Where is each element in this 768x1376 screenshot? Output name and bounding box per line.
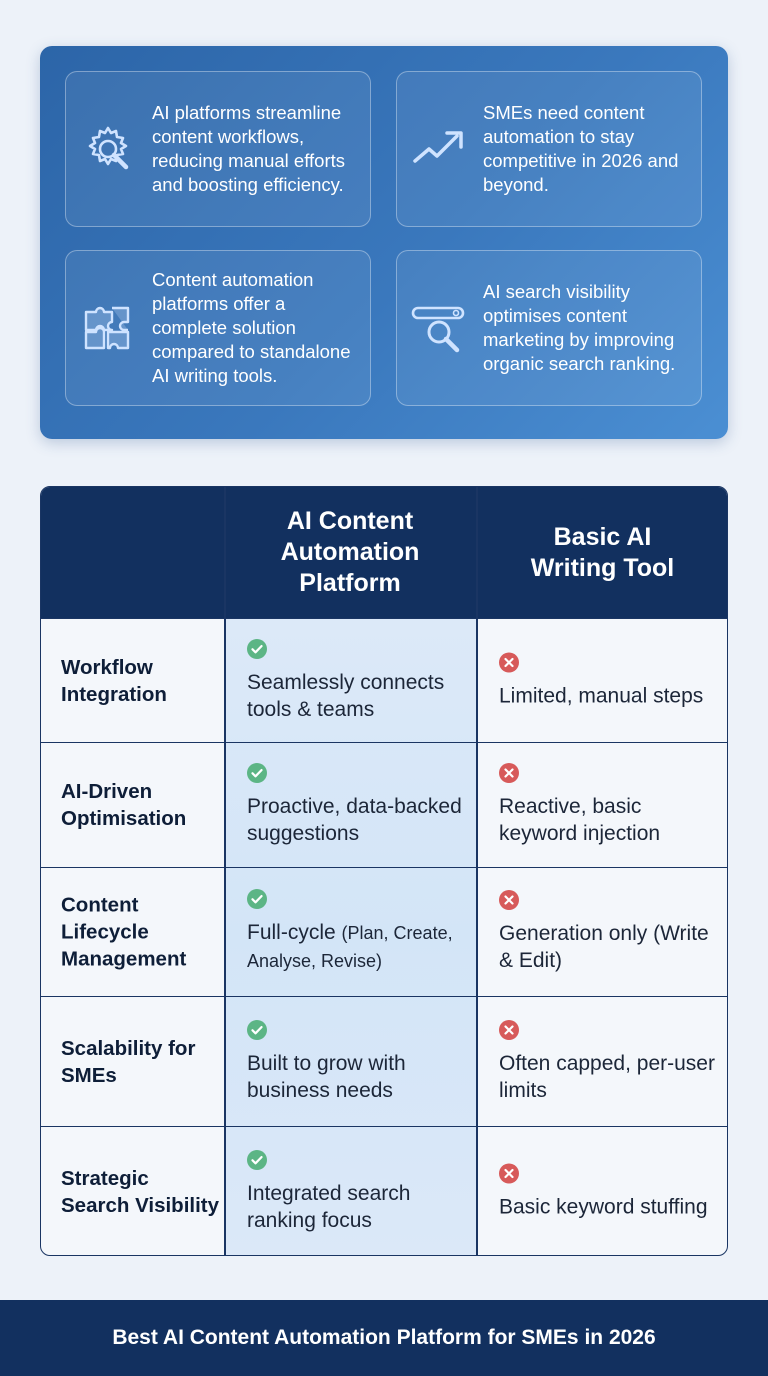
cross-icon: [499, 1019, 519, 1040]
insight-text: AI platforms streamline content workflow…: [152, 102, 345, 195]
insights-panel: AI platforms streamline content workflow…: [40, 46, 728, 439]
insight-text: SMEs need content automation to stay com…: [483, 102, 679, 195]
insight-text: Content automation platforms offer a com…: [152, 269, 351, 386]
row-label: AI-Driven Optimisation: [61, 780, 187, 830]
search-magnifier-icon: [411, 300, 467, 356]
check-icon: [247, 1150, 267, 1170]
platform-cell: Full-cycle (Plan, Create, Analyse, Revis…: [247, 889, 473, 975]
check-icon: [247, 1019, 267, 1040]
table-row: AI-Driven Optimisation Proactive, data-b…: [41, 742, 727, 867]
comparison-table: AI Content Automation Platform Basic AI …: [40, 486, 728, 1256]
row-label: Workflow Integration: [61, 655, 167, 706]
table-row: Strategic Search Visibility Integrated s…: [41, 1126, 727, 1255]
platform-cell: Built to grow with business needs: [247, 1019, 473, 1104]
tool-cell: Reactive, basic keyword injection: [499, 763, 724, 847]
row-label: Strategic Search Visibility: [61, 1167, 220, 1217]
row-label: Scalability for SMEs: [61, 1036, 196, 1087]
table-row: Content Lifecycle Management Full-cycle …: [41, 867, 727, 996]
highlighted-platform-column: [225, 618, 476, 1255]
gear-wrench-icon: [80, 121, 136, 177]
table-header: AI Content Automation Platform Basic AI …: [41, 487, 727, 618]
platform-cell: Integrated search ranking focus: [247, 1150, 473, 1234]
tool-cell: Basic keyword stuffing: [499, 1163, 724, 1221]
check-icon: [247, 638, 267, 659]
column-divider: [224, 487, 226, 1255]
check-icon: [247, 763, 267, 783]
tool-cell: Often capped, per-user limits: [499, 1019, 724, 1104]
platform-cell: Proactive, data-backed suggestions: [247, 763, 473, 847]
cross-icon: [499, 652, 519, 672]
footer-banner: Best AI Content Automation Platform for …: [0, 1300, 768, 1376]
platform-cell: Seamlessly connects tools & teams: [247, 638, 473, 723]
footer-title: Best AI Content Automation Platform for …: [112, 1326, 656, 1349]
insight-card-workflows: AI platforms streamline content workflow…: [65, 71, 371, 227]
insight-card-complete-solution: Content automation platforms offer a com…: [65, 250, 371, 406]
puzzle-icon: [80, 300, 136, 356]
table-row: Workflow Integration Seamlessly connects…: [41, 618, 727, 742]
row-label: Content Lifecycle Management: [61, 893, 187, 971]
insight-card-search-visibility: AI search visibility optimises content m…: [396, 250, 702, 406]
cross-icon: [499, 1163, 519, 1184]
insight-text: AI search visibility optimises content m…: [483, 281, 676, 374]
cross-icon: [499, 763, 519, 783]
tool-cell: Generation only (Write & Edit): [499, 890, 724, 974]
check-icon: [247, 889, 267, 909]
header-tool-column: Basic AI Writing Tool: [530, 522, 675, 582]
table-row: Scalability for SMEs Built to grow with …: [41, 996, 727, 1126]
tool-cell: Limited, manual steps: [499, 652, 724, 709]
header-platform-column: AI Content Automation Platform: [280, 507, 420, 597]
insight-card-competitive: SMEs need content automation to stay com…: [396, 71, 702, 227]
column-divider: [476, 487, 478, 1255]
header-feature-column: [41, 487, 224, 618]
cross-icon: [499, 890, 519, 910]
trend-up-arrow-icon: [411, 121, 467, 177]
